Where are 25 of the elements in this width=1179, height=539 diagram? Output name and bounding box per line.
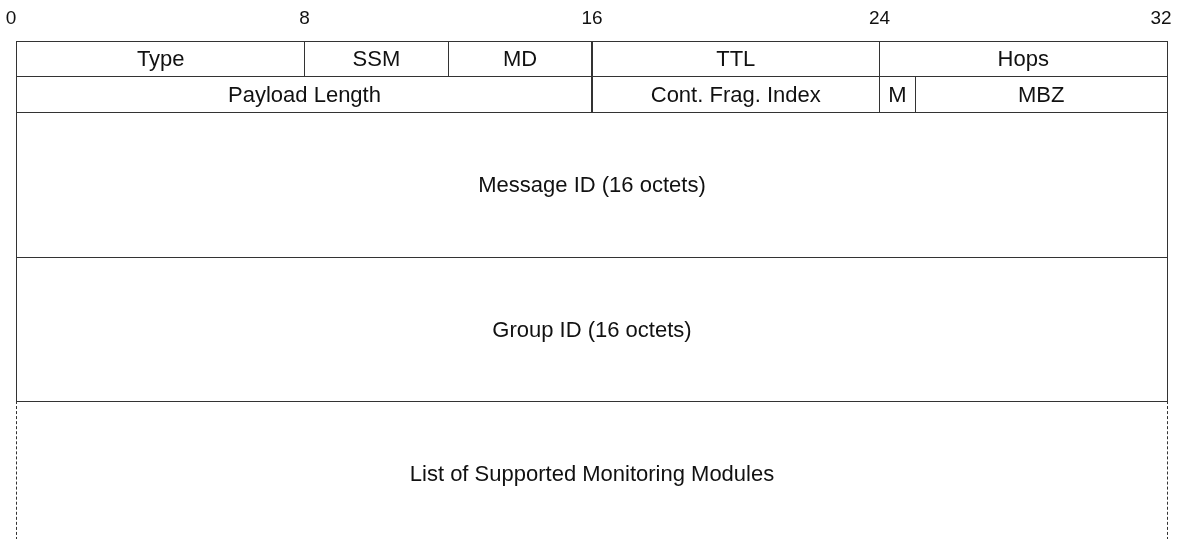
field-label: List of Supported Monitoring Modules — [409, 462, 775, 485]
field-label: MBZ — [1018, 83, 1065, 106]
field-box — [878, 41, 1168, 77]
field-label: Group ID (16 octets) — [492, 318, 692, 341]
bit-number: 32 — [1150, 8, 1172, 27]
field-box — [16, 112, 1168, 258]
field-label: MD — [503, 48, 538, 70]
field-label: M — [888, 83, 907, 106]
field-label: Payload Length — [228, 83, 381, 106]
field-box — [16, 76, 593, 113]
field-box — [16, 257, 1168, 402]
field-box — [591, 41, 881, 77]
bit-number: 0 — [5, 8, 17, 27]
field-box — [447, 41, 593, 77]
field-label: TTL — [716, 48, 756, 70]
bit-number: 24 — [868, 8, 891, 27]
bit-number: 8 — [299, 8, 310, 27]
field-label: Message ID (16 octets) — [478, 174, 706, 196]
field-box — [16, 401, 1168, 539]
bit-number: 16 — [581, 8, 603, 27]
field-label: SSM — [352, 48, 401, 70]
field-label: Type — [136, 48, 185, 70]
field-label: Hops — [997, 48, 1049, 70]
field-box — [16, 41, 306, 77]
field-label: Cont. Frag. Index — [650, 83, 821, 106]
